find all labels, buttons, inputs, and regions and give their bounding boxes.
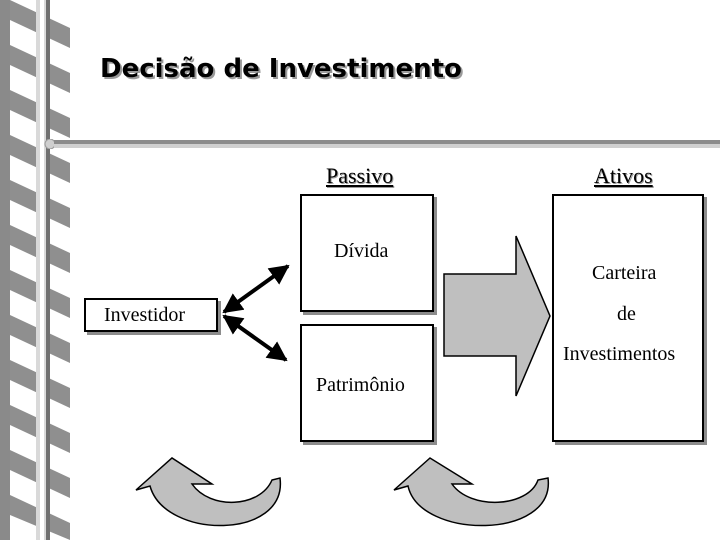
big-right-arrow [443, 235, 551, 397]
carteira-label-line3: Investimentos [563, 343, 676, 365]
arrow-investidor-divida [222, 264, 290, 314]
carteira-label-line1: Carteira [592, 262, 657, 284]
carteira-box [552, 194, 704, 442]
ativos-header: Ativos [594, 163, 653, 188]
investidor-label: Investidor [104, 304, 186, 326]
curved-arrow-right [393, 457, 549, 527]
page-title: Decisão de Investimento [100, 54, 462, 84]
title-divider [44, 139, 720, 149]
divida-box [300, 194, 434, 312]
patrimonio-label: Patrimônio [316, 374, 405, 396]
arrow-investidor-patrimonio [222, 314, 288, 362]
divida-label: Dívida [334, 240, 389, 262]
curved-arrow-left [135, 457, 281, 527]
investidor-box [84, 298, 218, 332]
carteira-label-line2: de [617, 303, 636, 325]
binder-spine [0, 0, 80, 540]
patrimonio-box [300, 324, 434, 442]
passivo-header: Passivo [326, 163, 394, 188]
